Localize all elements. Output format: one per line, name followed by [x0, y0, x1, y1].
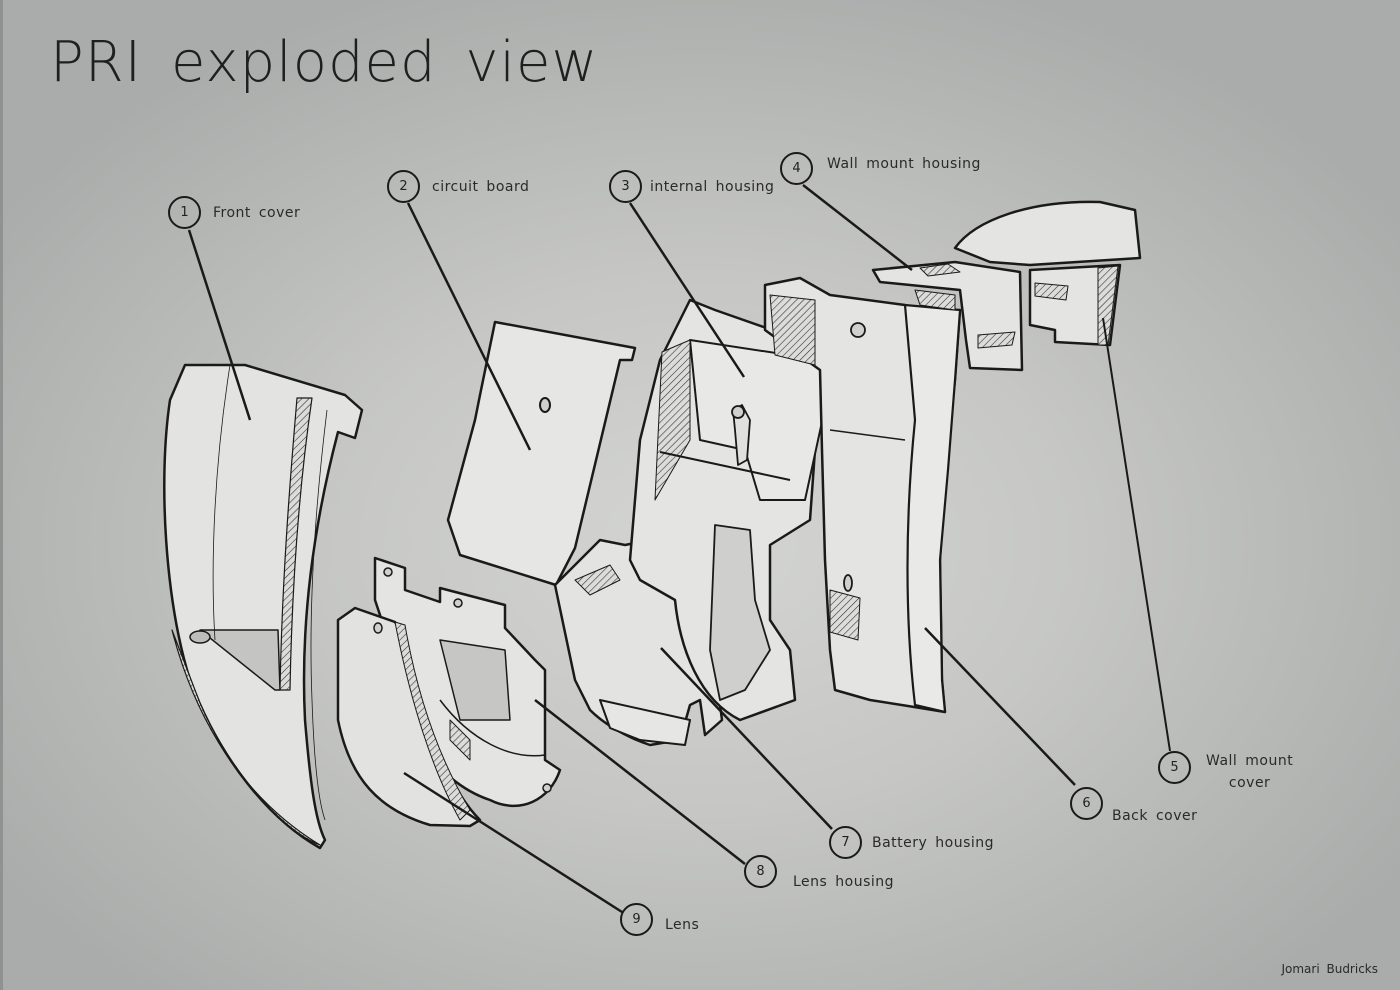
callout-label: Back cover: [1112, 808, 1198, 824]
callout-4: 4 Wall mount housing: [780, 152, 981, 185]
leader-line-8: [534, 699, 746, 865]
frame-edge: [0, 0, 3, 990]
author-credit: Jomari Budricks: [1281, 962, 1378, 976]
callout-label: Lens: [665, 916, 700, 933]
callout-label: Front cover: [213, 204, 301, 221]
part-wall-mount-housing: [871, 260, 1024, 372]
callout-number: 8: [744, 854, 777, 888]
leader-line-2: [406, 202, 532, 451]
callout-number: 1: [168, 196, 201, 229]
part-front-cover: [163, 363, 364, 850]
leader-lines: [187, 184, 1171, 914]
callout-label-line2: cover: [1228, 775, 1271, 791]
callout-label-line1: Wall mount: [1206, 753, 1294, 769]
callout-3: 3 internal housing: [609, 170, 774, 203]
part-lens: [336, 606, 511, 828]
leader-line-1: [187, 229, 252, 421]
callout-6: 6 Back cover: [1070, 782, 1197, 824]
callout-label: Battery housing: [872, 834, 995, 851]
callout-number: 5: [1158, 751, 1191, 784]
callout-label: circuit board: [432, 178, 530, 195]
part-back-cover: [763, 276, 962, 714]
callout-label: Wall mount housing: [827, 155, 981, 172]
part-wall-mount-cover: [953, 200, 1142, 347]
leader-line-6: [924, 627, 1076, 786]
callout-5-label: Wall mount cover: [1206, 750, 1293, 794]
callout-2: 2 circuit board: [387, 170, 529, 203]
callout-label: internal housing: [650, 178, 775, 195]
callout-number: 7: [829, 826, 862, 859]
leader-line-3: [628, 202, 746, 378]
callout-number: 2: [387, 170, 420, 203]
page-title: PRI exploded view: [50, 30, 599, 95]
callout-7: 7 Battery housing: [829, 826, 994, 859]
leader-line-9: [403, 771, 623, 914]
callout-9: 9 Lens: [620, 903, 699, 936]
callout-5: 5: [1158, 751, 1191, 784]
callout-number: 6: [1070, 786, 1103, 820]
callout-8: 8 Lens housing: [744, 852, 894, 890]
leader-line-7: [660, 647, 833, 830]
part-internal-housing: [628, 298, 837, 722]
callout-1: 1 Front cover: [168, 196, 300, 229]
callout-number: 9: [620, 903, 653, 936]
callout-number: 4: [780, 152, 813, 185]
callout-label: Lens housing: [793, 874, 895, 890]
leader-line-5: [1102, 317, 1171, 752]
leader-line-4: [802, 184, 913, 271]
callout-number: 3: [609, 170, 642, 203]
